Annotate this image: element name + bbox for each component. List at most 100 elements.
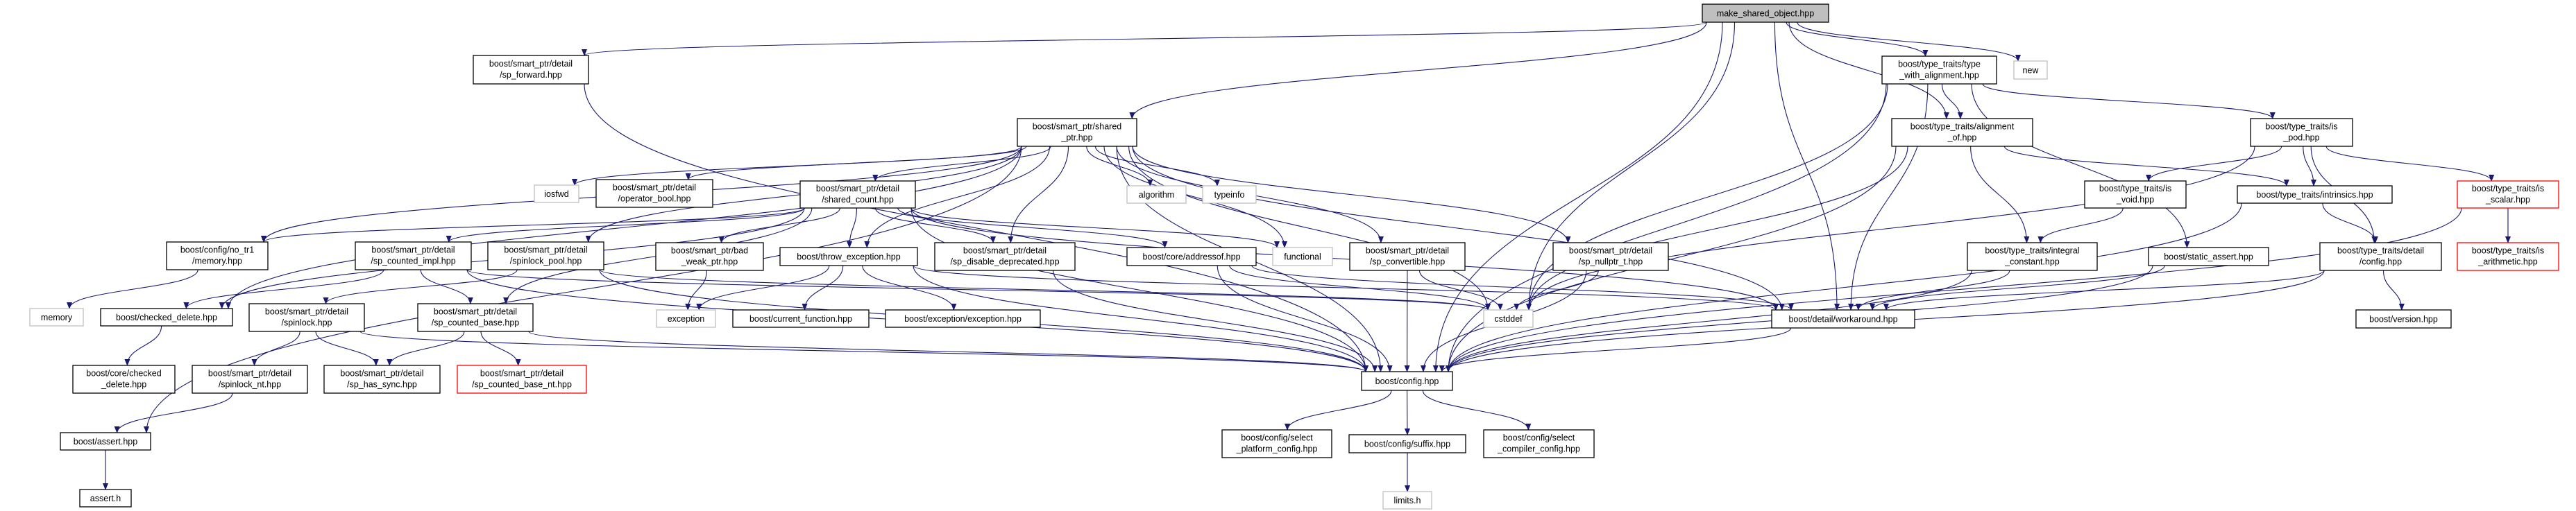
node-label[interactable]: boost/config/no_tr1 [180, 245, 254, 254]
node-label[interactable]: boost/config/select [1241, 433, 1313, 442]
node-label[interactable]: boost/smart_ptr/detail [1366, 245, 1449, 255]
node-label[interactable]: boost/config/suffix.hpp [1364, 439, 1450, 449]
header-file-node[interactable]: boost/smart_ptr/detail/spinlock.hpp [248, 303, 365, 332]
header-file-node[interactable]: boost/smart_ptr/detail/sp_counted_impl.h… [355, 241, 472, 270]
node-label[interactable]: /sp_counted_base.hpp [432, 318, 520, 327]
node-label[interactable]: _weak_ptr.hpp [681, 257, 738, 266]
node-label[interactable]: boost/config/select [1503, 433, 1575, 442]
header-file-node[interactable]: boost/type_traits/is _scalar.hpp [2457, 180, 2559, 209]
header-file-node[interactable]: boost/static_assert.hpp [2148, 247, 2269, 266]
node-label[interactable]: /sp_has_sync.hpp [347, 379, 417, 389]
header-file-node[interactable]: boost/exception/exception.hpp [885, 309, 1041, 328]
node-box[interactable] [72, 365, 176, 394]
header-file-node[interactable]: boost/smart_ptr/detail/sp_nullptr_t.hpp [1552, 242, 1669, 271]
header-file-node[interactable]: boost/type_traits/alignment_of.hpp [1891, 118, 2033, 147]
node-box[interactable] [934, 242, 1076, 271]
node-box[interactable] [487, 241, 604, 270]
node-label[interactable]: boost/type_traits/integral [1985, 245, 2079, 255]
node-label[interactable]: boost/exception/exception.hpp [904, 314, 1022, 324]
node-box[interactable] [1771, 309, 1915, 329]
node-label[interactable]: boost/smart_ptr/detail [480, 368, 564, 378]
header-file-node[interactable]: boost/type_traits/type_with_alignment.hp… [1881, 55, 1997, 85]
node-label[interactable]: boost/smart_ptr/detail [613, 182, 696, 192]
header-file-node[interactable]: boost/version.hpp [2355, 309, 2452, 329]
node-label[interactable]: boost/version.hpp [2369, 314, 2438, 324]
node-box[interactable] [1361, 371, 1453, 391]
header-file-node[interactable]: boost/smart_ptr/detail/spinlock_nt.hpp [192, 365, 308, 394]
header-file-node[interactable]: boost/type_traits/is _void.hpp [2084, 180, 2187, 209]
node-box[interactable] [79, 489, 132, 508]
node-label[interactable]: boost/type_traits/detail [2337, 245, 2424, 255]
header-file-node[interactable]: boost/config/no_tr1/memory.hpp [166, 241, 269, 270]
node-label[interactable]: /memory.hpp [192, 256, 242, 266]
header-file-node[interactable]: boost/assert.hpp [60, 432, 151, 451]
node-label[interactable]: /config.hpp [2359, 257, 2402, 266]
node-box[interactable] [732, 309, 870, 328]
node-label[interactable]: boost/smart_ptr/bad [671, 245, 748, 255]
node-label[interactable]: boost/config.hpp [1375, 376, 1439, 386]
node-label[interactable]: boost/smart_ptr/detail [434, 306, 517, 316]
node-box[interactable] [457, 365, 587, 394]
node-box[interactable] [100, 308, 233, 327]
node-label[interactable]: boost/smart_ptr/detail [504, 245, 587, 254]
node-box[interactable] [2355, 309, 2452, 329]
node-label[interactable]: _scalar.hpp [2485, 195, 2530, 205]
node-box[interactable] [355, 241, 472, 270]
node-box[interactable] [1881, 55, 1997, 85]
header-file-node[interactable]: boost/smart_ptr/detail/sp_convertible.hp… [1349, 242, 1466, 271]
node-box[interactable] [323, 365, 441, 394]
node-box[interactable] [655, 242, 764, 271]
header-file-node[interactable]: boost/smart_ptr/detail/sp_counted_base_n… [457, 365, 587, 394]
node-label[interactable]: _ptr.hpp [1060, 132, 1092, 142]
node-label[interactable]: boost/type_traits/is [2099, 184, 2171, 193]
node-box[interactable] [473, 55, 589, 85]
node-label[interactable]: boost/core/addressof.hpp [1142, 252, 1240, 261]
node-box[interactable] [1017, 118, 1137, 147]
node-label[interactable]: /sp_counted_base_nt.hpp [472, 379, 572, 389]
node-label[interactable]: _arithmetic.hpp [2477, 257, 2538, 266]
header-file-node[interactable]: boost/smart_ptr/detail/sp_counted_base.h… [417, 303, 534, 332]
node-label[interactable]: assert.h [90, 494, 121, 503]
node-label[interactable]: _of.hpp [1947, 132, 1977, 142]
node-box[interactable] [1483, 429, 1595, 458]
header-file-node[interactable]: boost/current_function.hpp [732, 309, 870, 328]
node-box[interactable] [2250, 118, 2353, 147]
node-label[interactable]: boost/smart_ptr/detail [963, 245, 1046, 255]
header-file-node[interactable]: boost/smart_ptr/shared_ptr.hpp [1017, 118, 1137, 147]
node-label[interactable]: boost/type_traits/is [2472, 184, 2544, 193]
node-label[interactable]: boost/type_traits/type [1898, 59, 1981, 69]
node-box[interactable] [799, 180, 916, 209]
header-file-node[interactable]: boost/throw_exception.hpp [779, 247, 918, 266]
header-file-node[interactable]: boost/core/checked_delete.hpp [72, 365, 176, 394]
node-box[interactable] [1348, 434, 1466, 453]
node-label[interactable]: boost/current_function.hpp [749, 314, 852, 324]
node-label[interactable]: /sp_counted_impl.hpp [371, 256, 455, 266]
header-file-node[interactable]: boost/smart_ptr/bad _weak_ptr.hpp [655, 242, 764, 271]
node-label[interactable]: /operator_bool.hpp [618, 193, 691, 203]
node-label[interactable]: _void.hpp [2116, 195, 2154, 205]
header-file-node[interactable]: boost/core/addressof.hpp [1126, 247, 1257, 266]
node-box[interactable] [2237, 185, 2393, 204]
node-box[interactable] [1126, 247, 1257, 266]
header-file-node[interactable]: boost/smart_ptr/detail/sp_has_sync.hpp [323, 365, 441, 394]
node-box[interactable] [885, 309, 1041, 328]
node-label[interactable]: /sp_disable_deprecated.hpp [950, 257, 1059, 266]
node-box[interactable] [192, 365, 308, 394]
node-label[interactable]: /spinlock_nt.hpp [219, 379, 281, 389]
node-box[interactable] [1967, 242, 2098, 271]
node-box[interactable] [2084, 180, 2187, 209]
node-label[interactable]: boost/smart_ptr/detail [489, 59, 573, 69]
header-file-node[interactable]: boost/smart_ptr/detail/spinlock_pool.hpp [487, 241, 604, 270]
node-label[interactable]: boost/smart_ptr/detail [816, 184, 899, 193]
header-file-node[interactable]: boost/checked_delete.hpp [100, 308, 233, 327]
node-label[interactable]: _with_alignment.hpp [1899, 70, 1979, 80]
node-label[interactable]: /sp_nullptr_t.hpp [1579, 257, 1643, 266]
node-label[interactable]: boost/smart_ptr/detail [1569, 245, 1652, 255]
header-file-node[interactable]: boost/config/suffix.hpp [1348, 434, 1466, 453]
node-box[interactable] [2457, 180, 2559, 209]
node-label[interactable]: boost/static_assert.hpp [2164, 252, 2253, 261]
node-box[interactable] [1891, 118, 2033, 147]
node-label[interactable]: boost/smart_ptr/detail [371, 245, 455, 254]
header-file-node[interactable]: boost/smart_ptr/detail/operator_bool.hpp [595, 179, 713, 208]
node-label[interactable]: boost/assert.hpp [74, 437, 137, 447]
